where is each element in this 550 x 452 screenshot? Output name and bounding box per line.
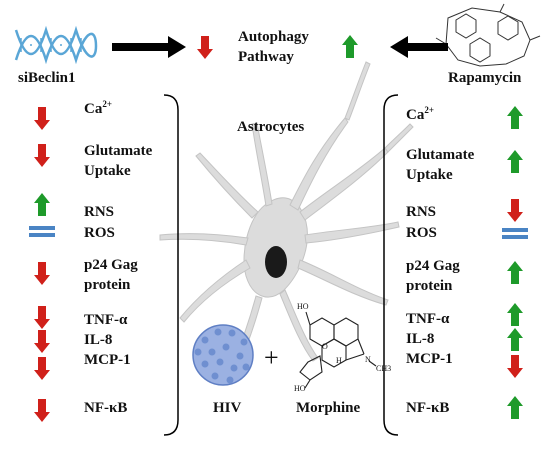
right-indicator-6-up-arrow xyxy=(507,328,523,351)
left-indicator-3-equal-icon xyxy=(29,226,55,237)
dna-icon xyxy=(14,25,98,65)
right-effect-mcp1: MCP-1 xyxy=(406,351,453,367)
left-effect-mcp1: MCP-1 xyxy=(84,352,131,368)
right-effect-ca: Ca2+ xyxy=(406,105,434,124)
morphine-label: Morphine xyxy=(296,400,361,416)
pathway-down-arrow xyxy=(197,36,213,59)
rapamycin-to-pathway-arrow xyxy=(390,36,448,58)
right-indicator-2-down-arrow xyxy=(507,199,523,222)
morphine-atom-n: N xyxy=(365,355,371,364)
brackets xyxy=(163,94,399,436)
rapamycin-label: Rapamycin xyxy=(448,70,522,86)
right-indicator-4-up-arrow xyxy=(507,261,523,284)
sibeclin-label: siBeclin1 xyxy=(18,70,76,86)
morphine-atom-o: O xyxy=(322,342,328,351)
left-indicator-1-down-arrow xyxy=(34,144,50,167)
rapamycin-structure-icon xyxy=(435,3,541,67)
pathway-label-line2: Pathway xyxy=(238,49,294,65)
right-indicator-1-up-arrow xyxy=(507,150,523,173)
right-indicator-8-up-arrow xyxy=(507,396,523,419)
left-effect-tnf: TNF-α xyxy=(84,312,128,328)
left-indicator-4-down-arrow xyxy=(34,262,50,285)
left-effect-p24: p24 Gag xyxy=(84,257,138,273)
right-effect-il8: IL-8 xyxy=(406,331,435,347)
right-effect-tnf: TNF-α xyxy=(406,311,450,327)
left-effect-ca: Ca2+ xyxy=(84,99,112,118)
left-indicator-7-down-arrow xyxy=(34,357,50,380)
right-effect-uptake: Uptake xyxy=(406,167,453,183)
morphine-structure-icon xyxy=(299,311,377,389)
right-effect-glutamate: Glutamate xyxy=(406,147,475,163)
right-indicator-0-up-arrow xyxy=(507,106,523,129)
left-indicator-5-down-arrow xyxy=(34,306,50,329)
right-effect-protein: protein xyxy=(406,278,453,294)
sibeclin-to-pathway-arrow xyxy=(112,36,186,58)
astrocyte xyxy=(159,61,414,367)
pathway-label-line1: Autophagy xyxy=(238,29,309,45)
left-indicator-0-down-arrow xyxy=(34,107,50,130)
left-indicator-8-down-arrow xyxy=(34,399,50,422)
left-effect-ros: ROS xyxy=(84,225,115,241)
left-bracket xyxy=(163,94,179,436)
left-effect-nfkb: NF-κB xyxy=(84,400,128,416)
right-indicator-7-down-arrow xyxy=(507,355,523,378)
left-effect-il8: IL-8 xyxy=(84,332,113,348)
left-indicator-2-up-arrow xyxy=(34,193,50,216)
indicator-group xyxy=(29,35,528,422)
morphine-atom-ho-bottom: HO xyxy=(294,384,306,393)
hiv-label: HIV xyxy=(213,400,242,416)
astrocyte-nucleus xyxy=(265,246,287,278)
left-indicator-6-down-arrow xyxy=(34,330,50,353)
hiv-virus-icon xyxy=(192,324,254,386)
morphine-atom-h: H xyxy=(336,356,342,365)
right-effect-ros: ROS xyxy=(406,225,437,241)
left-effect-glutamate: Glutamate xyxy=(84,143,153,159)
morphine-atom-ho-top: HO xyxy=(297,302,309,311)
plus-sign: + xyxy=(264,343,279,372)
top-arrows xyxy=(112,36,448,58)
right-indicator-5-up-arrow xyxy=(507,303,523,326)
morphine-atom-ch3: CH3 xyxy=(376,364,392,373)
pathway-up-arrow xyxy=(342,35,358,58)
right-bracket xyxy=(383,94,399,436)
right-effect-p24: p24 Gag xyxy=(406,258,460,274)
left-effect-rns: RNS xyxy=(84,204,115,220)
right-effect-rns: RNS xyxy=(406,204,437,220)
left-effect-protein: protein xyxy=(84,277,131,293)
right-effect-nfkb: NF-κB xyxy=(406,400,450,416)
astrocytes-label: Astrocytes xyxy=(237,119,305,135)
right-indicator-3-equal-icon xyxy=(502,228,528,239)
left-effect-uptake: Uptake xyxy=(84,163,131,179)
